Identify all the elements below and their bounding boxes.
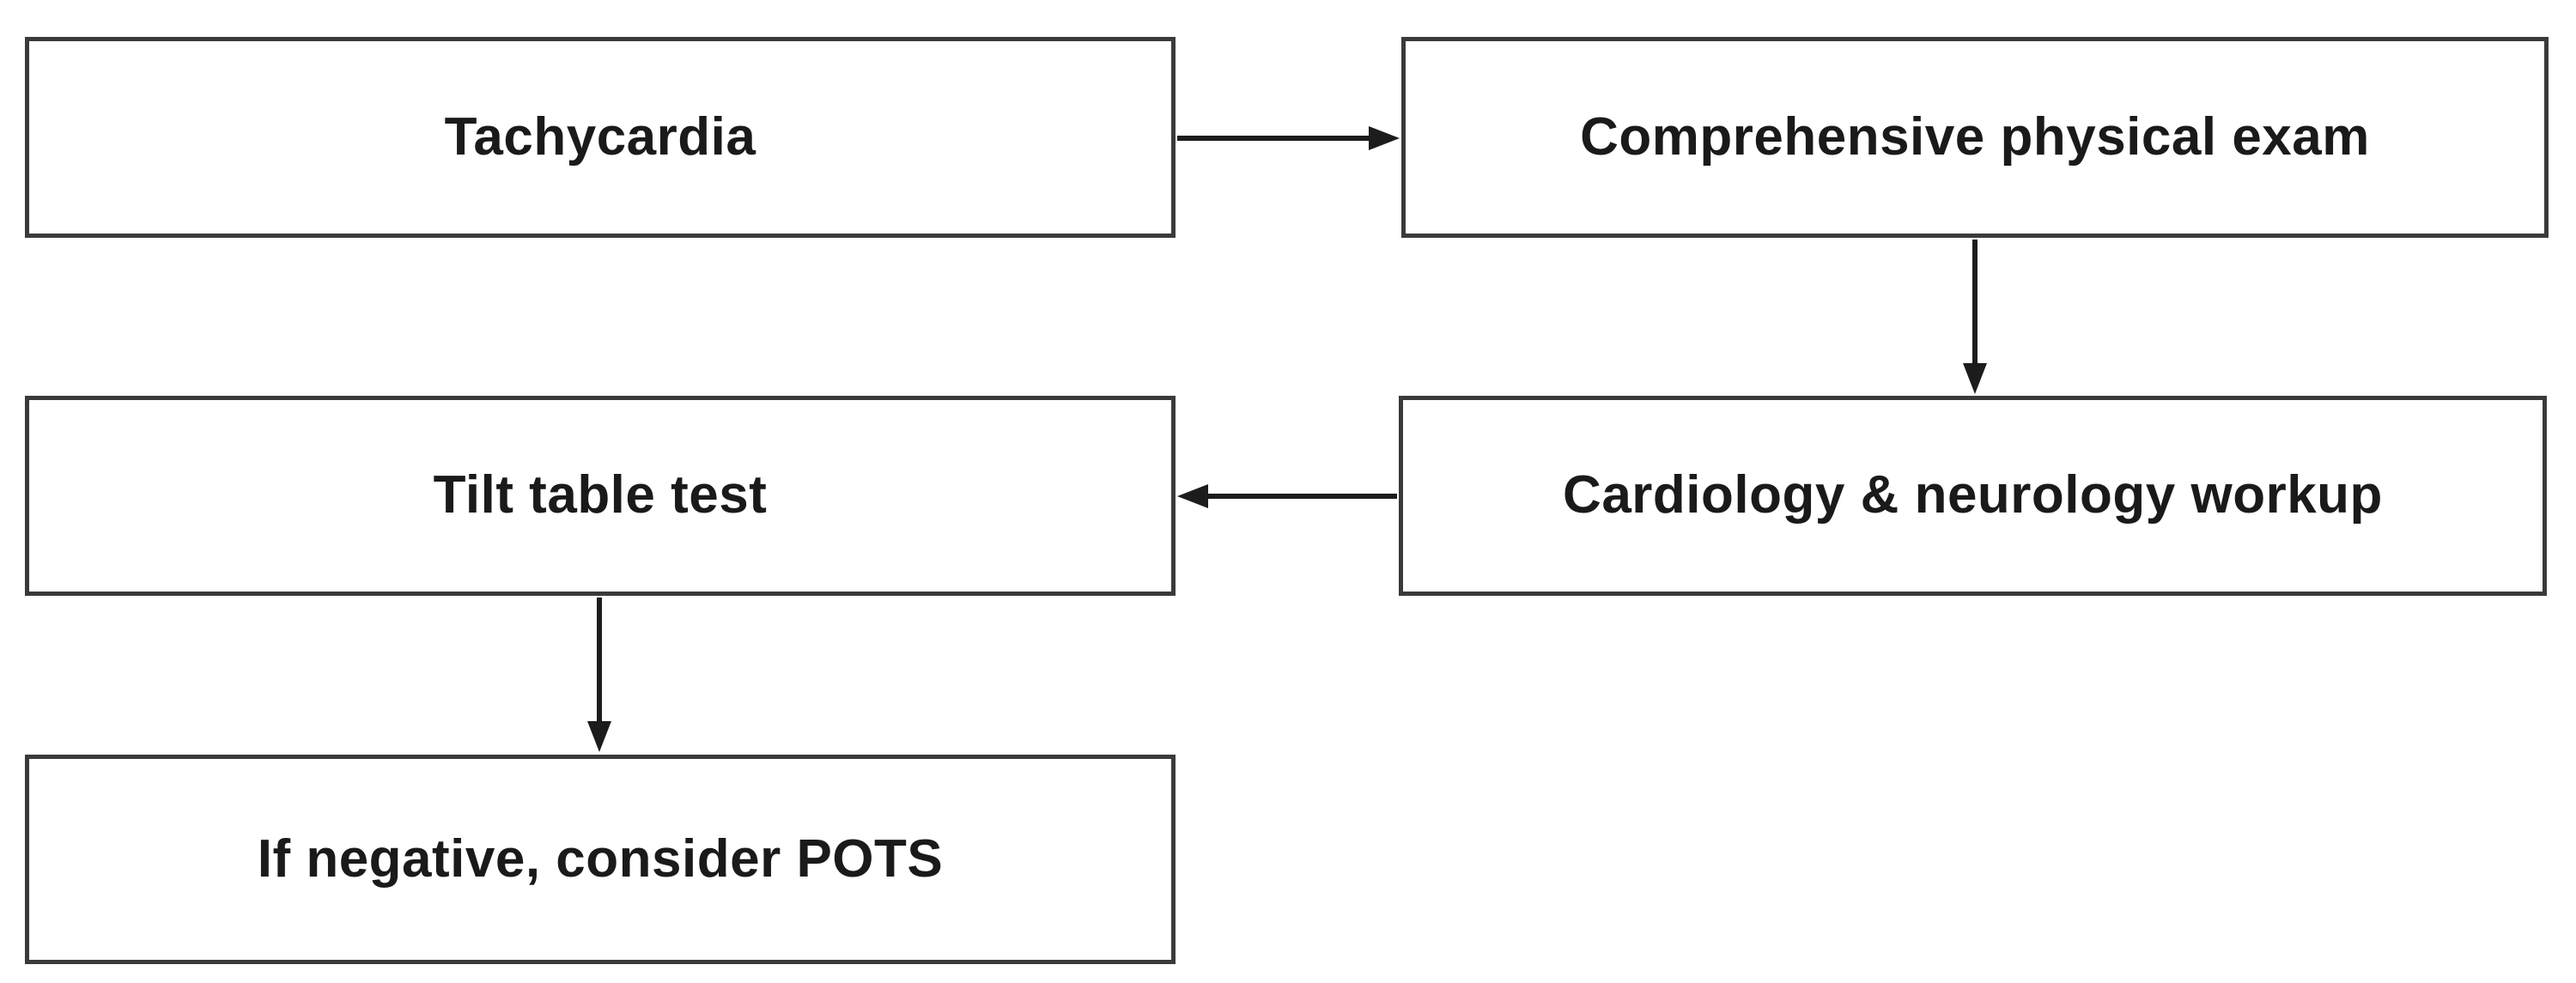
node-tachycardia: Tachycardia: [25, 37, 1176, 238]
node-tachycardia-label: Tachycardia: [444, 106, 756, 167]
node-physical-exam: Comprehensive physical exam: [1401, 37, 2549, 238]
node-pots: If negative, consider POTS: [25, 755, 1176, 964]
arrow-tachycardia-to-physical-exam: [1177, 126, 1400, 150]
node-pots-label: If negative, consider POTS: [257, 828, 944, 889]
node-workup-label: Cardiology & neurology workup: [1563, 465, 2383, 525]
node-workup: Cardiology & neurology workup: [1399, 396, 2547, 596]
node-tilt-table: Tilt table test: [25, 396, 1176, 596]
node-physical-exam-label: Comprehensive physical exam: [1580, 106, 2370, 167]
node-tilt-table-label: Tilt table test: [433, 465, 768, 525]
arrow-tilt-table-to-pots: [587, 598, 611, 752]
arrow-workup-to-tilt-table: [1177, 484, 1397, 508]
arrow-physical-exam-to-workup: [1963, 240, 1987, 394]
